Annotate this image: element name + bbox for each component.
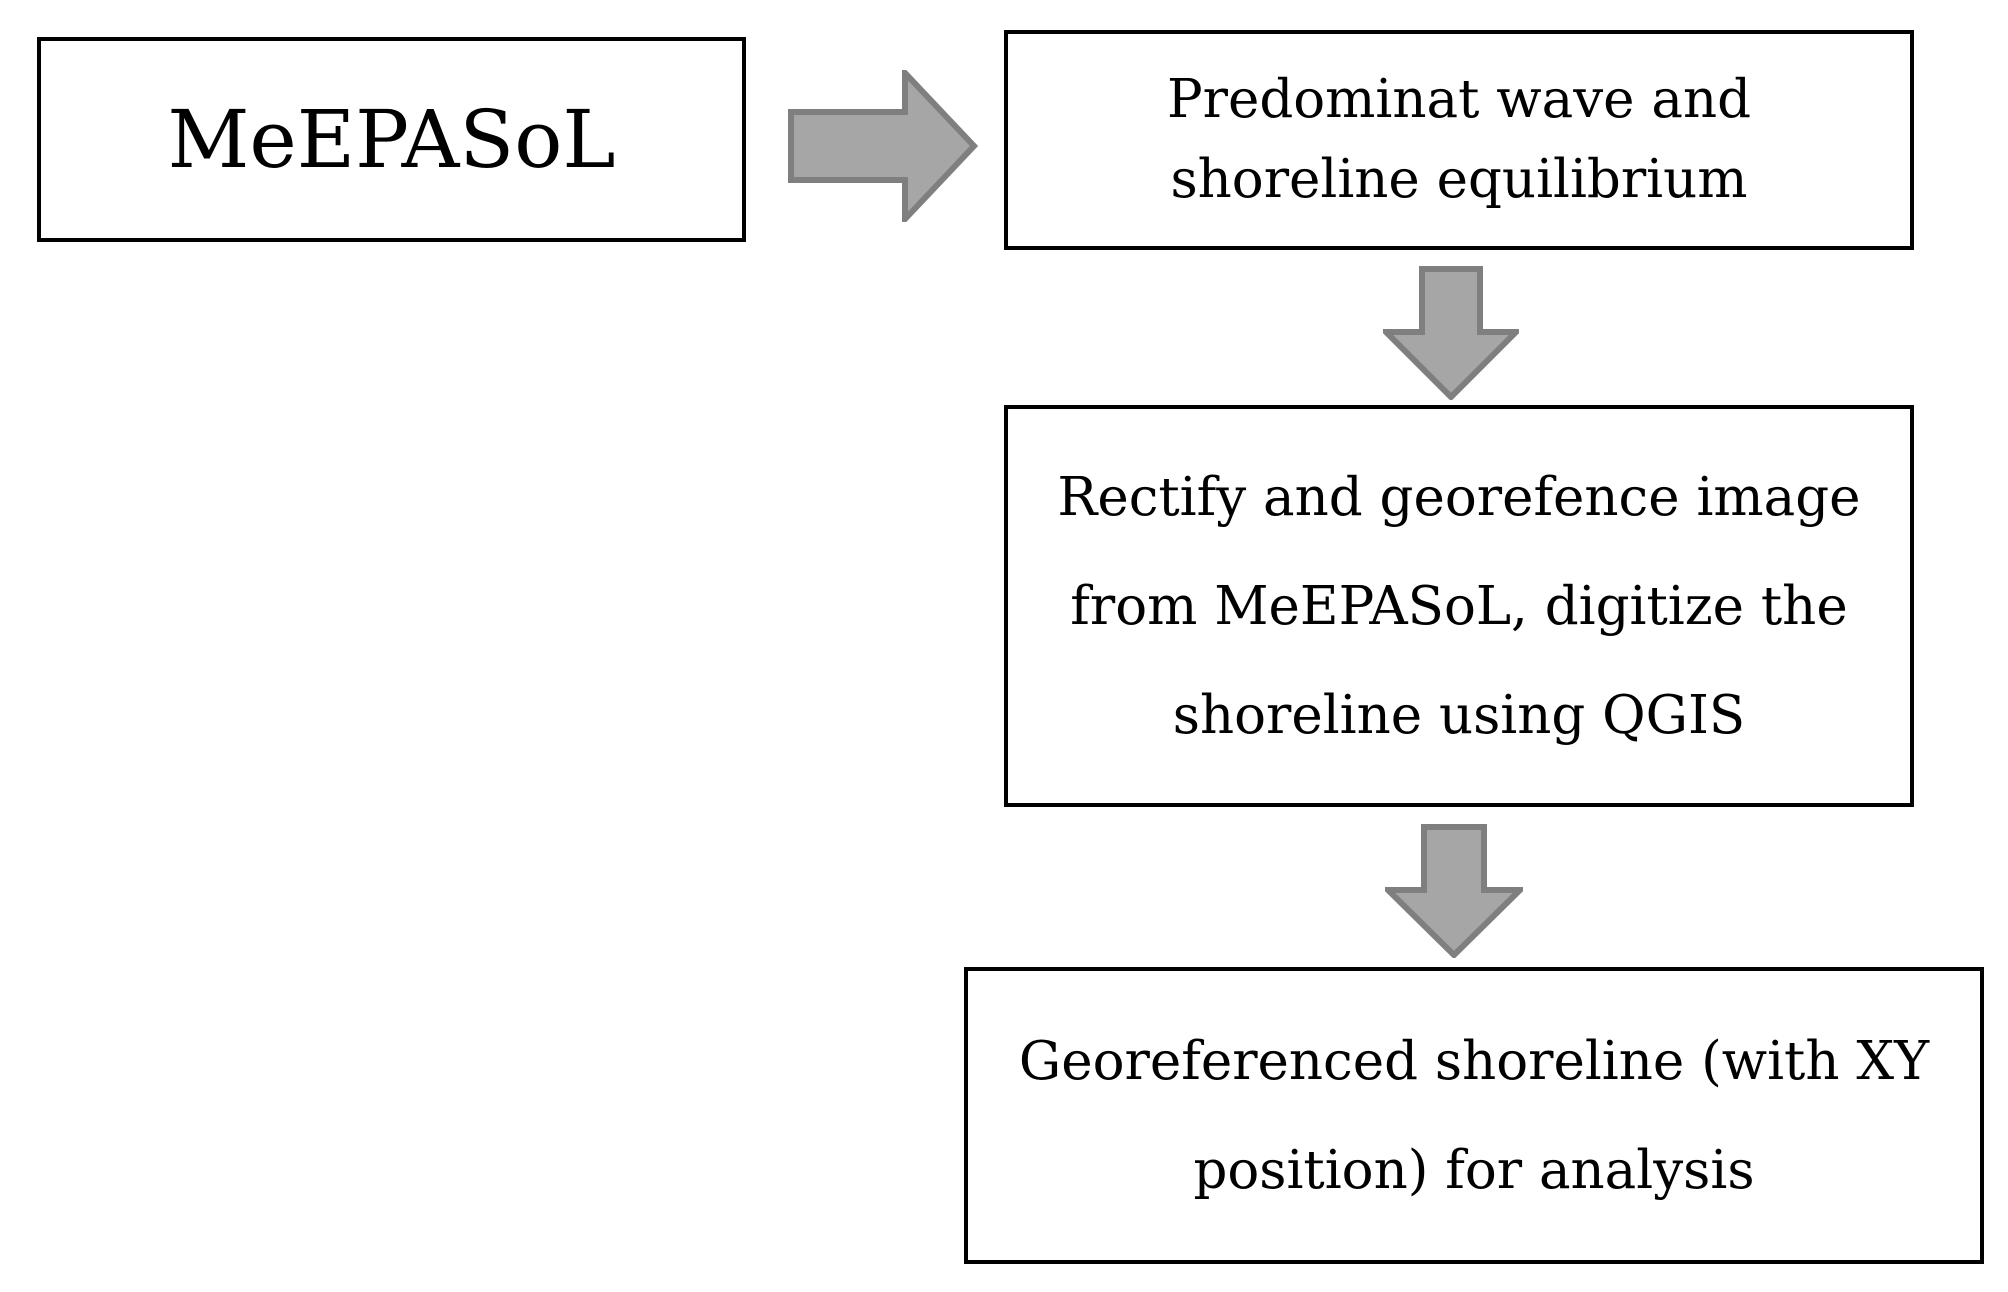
wave-equilibrium-box: Predominat wave and shoreline equilibriu… (1004, 30, 1914, 250)
georeferenced-shoreline-label: Georeferenced shoreline (with XY positio… (1018, 1030, 1930, 1201)
rectify-georeference-box: Rectify and georefence image from MeEPAS… (1004, 405, 1914, 807)
meepasol-box: MeEPASoL (37, 37, 746, 242)
right-arrow-icon (788, 70, 978, 222)
georeferenced-shoreline-box: Georeferenced shoreline (with XY positio… (964, 967, 1984, 1264)
wave-equilibrium-label: Predominat wave and shoreline equilibriu… (1166, 69, 1752, 210)
down-arrow-icon (1383, 266, 1519, 400)
meepasol-label: MeEPASoL (167, 92, 616, 186)
down-arrow-icon (1385, 824, 1523, 958)
rectify-georeference-label: Rectify and georefence image from MeEPAS… (1057, 466, 1861, 746)
